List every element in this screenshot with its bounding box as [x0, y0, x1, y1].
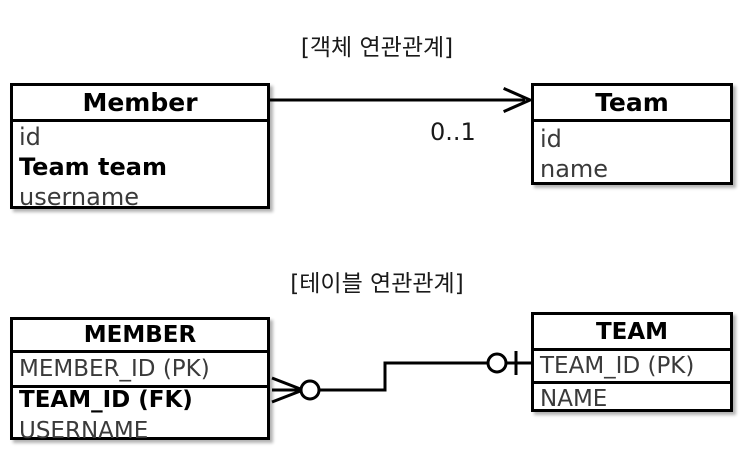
- team-column-team-id: TEAM_ID (PK): [540, 352, 695, 379]
- zero-circle-team-icon: [486, 352, 508, 374]
- member-attribute-team: Team team: [19, 152, 167, 181]
- team-table-pk-section: TEAM_ID (PK): [534, 348, 730, 381]
- association-multiplicity-label: 0..1: [430, 118, 476, 146]
- relationship-line: [317, 361, 489, 392]
- zero-circle-member-icon: [299, 379, 321, 401]
- member-class-title: Member: [82, 87, 198, 117]
- member-column-username: USERNAME: [19, 418, 149, 444]
- team-table-box: TEAM TEAM_ID (PK) NAME: [531, 312, 733, 412]
- open-arrow-icon: [503, 87, 534, 113]
- team-attribute-id: id: [540, 125, 562, 153]
- team-column-name: NAME: [540, 386, 608, 412]
- member-attribute-id: id: [19, 122, 41, 151]
- team-table-columns-section: NAME: [534, 381, 730, 415]
- team-class-attributes: id name: [534, 119, 730, 185]
- table-section-caption: [테이블 연관관계]: [290, 271, 464, 297]
- member-table-columns-section: TEAM_ID (FK) USERNAME: [13, 385, 267, 444]
- member-table-title: MEMBER: [83, 322, 197, 348]
- member-class-header: Member: [13, 86, 267, 119]
- object-section-caption: [객체 연관관계]: [300, 35, 454, 61]
- member-attribute-username: username: [19, 182, 139, 211]
- member-class-attributes: id Team team username: [13, 119, 267, 211]
- member-column-member-id: MEMBER_ID (PK): [19, 355, 210, 382]
- team-table-title: TEAM: [595, 318, 669, 345]
- member-table-pk-section: MEMBER_ID (PK): [13, 350, 267, 385]
- team-table-header: TEAM: [534, 315, 730, 348]
- team-class-box: Team id name: [531, 83, 733, 185]
- member-table-header: MEMBER: [13, 320, 267, 350]
- member-table-box: MEMBER MEMBER_ID (PK) TEAM_ID (FK) USERN…: [10, 317, 270, 444]
- member-class-box: Member id Team team username: [10, 83, 270, 211]
- team-class-header: Team: [534, 86, 730, 119]
- team-attribute-name: name: [540, 155, 609, 183]
- team-class-title: Team: [595, 87, 669, 117]
- crows-foot-many-icon: [271, 376, 304, 404]
- member-column-team-id: TEAM_ID (FK): [19, 387, 193, 413]
